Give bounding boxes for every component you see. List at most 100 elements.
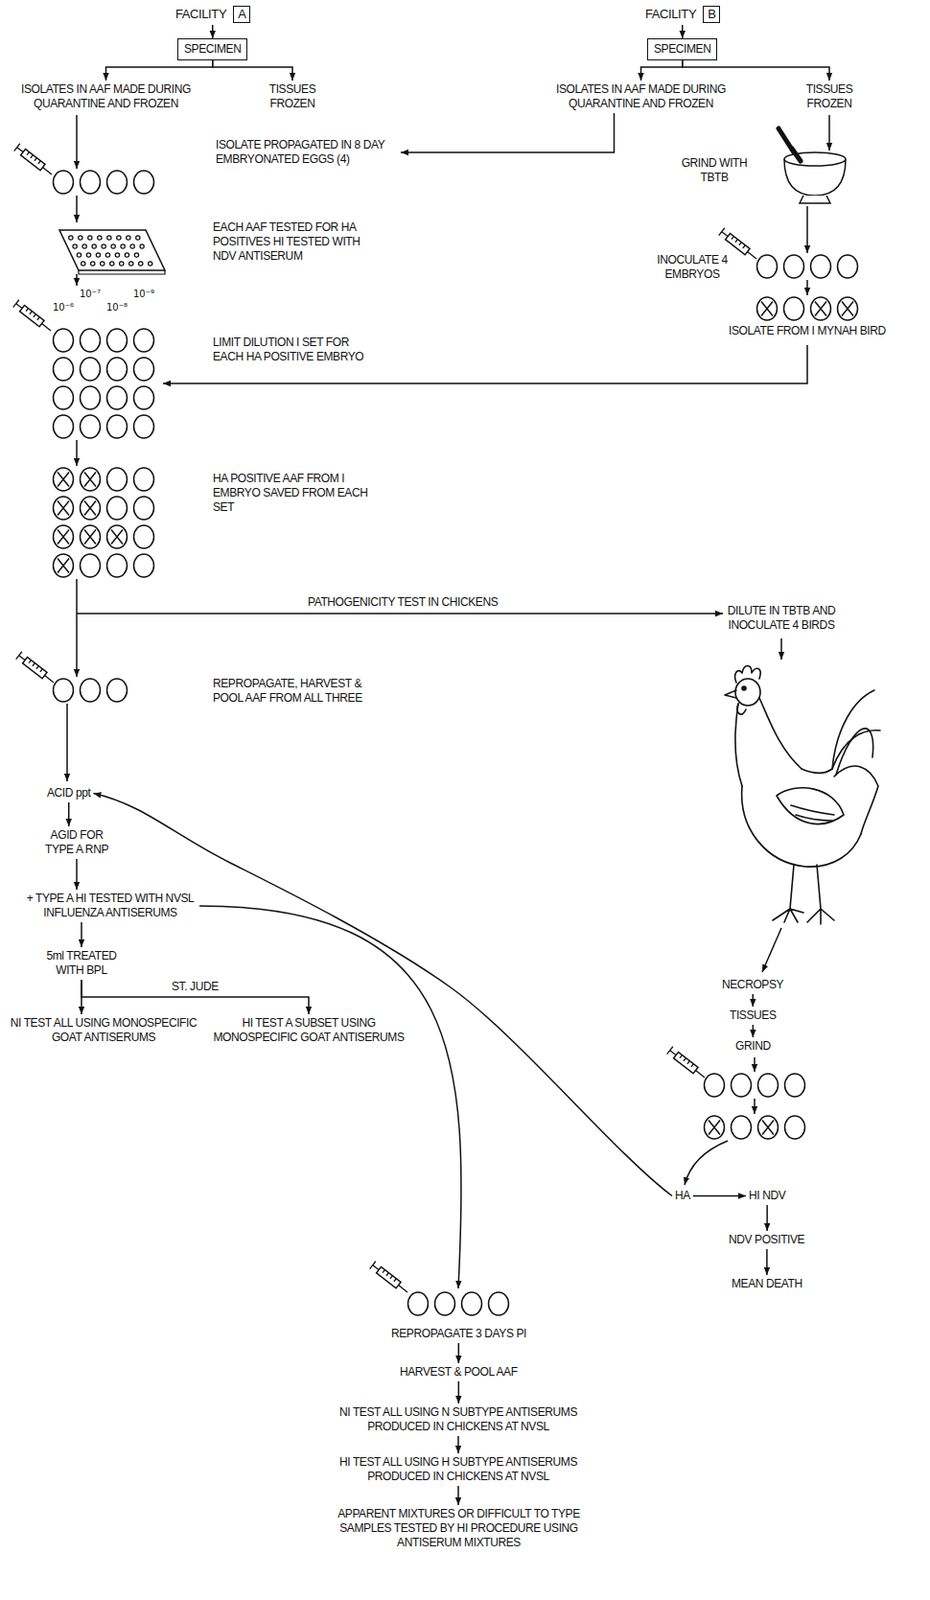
crossed-egg <box>80 525 101 549</box>
egg <box>785 1116 806 1140</box>
egg <box>784 255 805 279</box>
dilution-label: 10⁻⁷ <box>79 287 101 301</box>
note-text: EACH AAF TESTED FOR HA POSITIVES HI TEST… <box>212 220 361 263</box>
flow-arrow <box>780 638 783 660</box>
step-label: NECROPSY <box>721 977 784 993</box>
flow-arrow <box>752 1024 755 1038</box>
syringe <box>13 300 54 335</box>
step-label: SPECIMEN <box>653 42 711 57</box>
crossed-egg <box>107 525 128 549</box>
flow-arrow <box>75 859 78 890</box>
syringe <box>16 651 57 687</box>
step-text: NECROPSY <box>719 976 787 995</box>
step-text: REPROPAGATE 3 DAYS PI <box>388 1325 530 1344</box>
egg <box>53 678 74 702</box>
step-label: ISOLATES IN AAF MADE DURING QUARANTINE A… <box>537 82 744 112</box>
egg <box>107 170 128 194</box>
crossed-egg <box>704 1116 725 1140</box>
flow-arrow <box>806 206 809 254</box>
egg <box>80 386 101 410</box>
flow-arrow <box>75 115 78 169</box>
step-text: HI NDV <box>745 1186 789 1206</box>
flow-arrow <box>753 1098 756 1115</box>
egg <box>134 554 155 578</box>
egg <box>107 386 128 410</box>
egg <box>134 496 155 520</box>
step-label: ACID ppt <box>46 786 92 801</box>
step-text: ISOLATE PROPAGATED IN 8 DAY EMBRYONATED … <box>212 136 401 169</box>
egg <box>784 297 805 321</box>
specimen-box: SPECIMEN <box>647 38 718 61</box>
syringes <box>13 143 760 1297</box>
specimen-box: SPECIMEN <box>177 38 248 61</box>
egg <box>757 255 778 279</box>
step-text: ISOLATES IN AAF MADE DURING QUARANTINE A… <box>0 80 212 114</box>
egg <box>134 328 155 352</box>
note-text: ISOLATE FROM I MYNAH BIRD <box>728 324 886 338</box>
egg <box>731 1116 752 1140</box>
crossed-egg <box>53 554 74 578</box>
egg <box>107 328 128 352</box>
flow-arrow <box>75 440 78 466</box>
crossed-egg <box>837 297 859 321</box>
step-note: EACH AAF TESTED FOR HA POSITIVES HI TEST… <box>212 220 376 264</box>
step-label: + TYPE A HI TESTED WITH NVSL INFLUENZA A… <box>14 891 207 921</box>
egg <box>134 357 155 381</box>
crossed-egg <box>811 297 832 321</box>
dilution-text: 10⁻⁸ <box>106 302 128 313</box>
egg <box>107 496 128 520</box>
flow-arrow <box>684 1140 728 1186</box>
step-label: TISSUES FROZEN <box>263 82 322 112</box>
egg <box>107 554 128 578</box>
egg <box>462 1292 483 1316</box>
flow-arrow <box>753 1057 756 1072</box>
step-label: 5ml TREATED WITH BPL <box>38 949 125 978</box>
flow-arrow <box>457 1486 460 1506</box>
flow-arrow <box>93 793 674 1197</box>
facility-letter: A <box>232 5 251 24</box>
flow-arrow <box>211 24 214 39</box>
step-text: HARVEST & POOL AAF <box>396 1363 521 1382</box>
step-label: GRIND <box>735 1039 771 1054</box>
egg <box>488 1292 510 1316</box>
step-text: APPARENT MIXTURES OR DIFFICULT TO TYPE S… <box>328 1505 589 1553</box>
step-label: HA <box>674 1188 691 1204</box>
chicken <box>724 666 881 926</box>
note-text: REPROPAGATE, HARVEST & POOL AAF FROM ALL… <box>212 676 363 705</box>
step-note: INOCULATE 4 EMBRYOS <box>653 253 731 282</box>
note-text: HA POSITIVE AAF FROM I EMBRYO SAVED FROM… <box>212 471 368 514</box>
flow-arrow <box>199 906 462 1289</box>
step-text: 5ml TREATED WITH BPL <box>35 947 128 980</box>
step-label: ISOLATE PROPAGATED IN 8 DAY EMBRYONATED … <box>215 138 398 167</box>
egg <box>53 386 74 410</box>
egg <box>134 467 155 491</box>
note-text: PATHOGENICITY TEST IN CHICKENS <box>307 595 498 609</box>
flow-arrow <box>81 979 309 1015</box>
note-text: LIMIT DILUTION I SET FOR EACH HA POSITIV… <box>212 335 364 364</box>
dilution-label: 10⁻⁹ <box>133 287 155 301</box>
flow-arrow <box>68 802 70 827</box>
step-label: REPROPAGATE 3 DAYS PI <box>391 1326 527 1342</box>
step-label: FACILITY <box>645 6 697 22</box>
egg <box>80 357 101 381</box>
egg <box>53 357 74 381</box>
flow-arrow <box>458 1381 461 1404</box>
syringe <box>14 143 55 179</box>
step-text: ISOLATES IN AAF MADE DURING QUARANTINE A… <box>534 80 747 114</box>
egg <box>80 678 101 702</box>
crossed-egg <box>758 1116 779 1140</box>
step-note: REPROPAGATE, HARVEST & POOL AAF FROM ALL… <box>212 676 381 706</box>
flow-arrows <box>67 115 830 1289</box>
crossed-egg <box>53 467 74 491</box>
facility-letter: B <box>702 5 721 24</box>
flow-arrow <box>458 1343 461 1364</box>
step-text: NDV POSITIVE <box>725 1231 808 1250</box>
mortar-and-pestle <box>778 128 846 204</box>
egg <box>785 1073 806 1097</box>
egg <box>107 357 128 381</box>
egg <box>134 525 155 549</box>
egg <box>53 328 74 352</box>
dilution-text: 10⁻⁶ <box>52 302 74 313</box>
dilution-label: 10⁻⁶ <box>52 301 74 314</box>
